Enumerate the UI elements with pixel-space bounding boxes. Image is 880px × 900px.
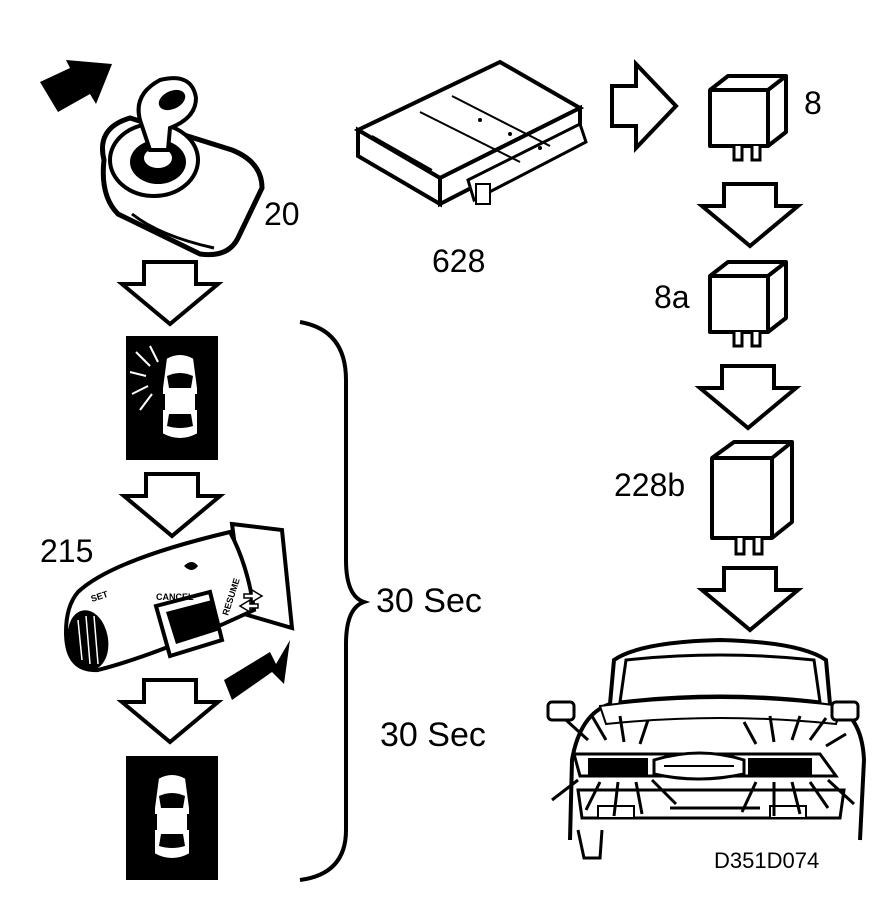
arrow-down-icon (700, 182, 800, 248)
timing-brace (299, 320, 371, 882)
car-front-icon (546, 637, 867, 860)
module-label: 628 (432, 243, 485, 279)
cruise-stalk-icon (63, 521, 295, 700)
arrow-down-icon (700, 566, 800, 632)
ignition-lock-icon (40, 60, 265, 258)
timer-2-label: 30 Sec (380, 716, 486, 754)
relay-228b-icon (710, 440, 794, 556)
arrow-down-icon (698, 364, 798, 430)
right-arrow-icon (610, 59, 679, 153)
hazard-car-panel (126, 336, 218, 460)
arrow-down-icon (122, 472, 222, 538)
stalk-label: 215 (40, 533, 93, 569)
drawing-code: D351D074 (714, 848, 819, 873)
arrow-down-icon (120, 678, 220, 744)
car-panel (126, 756, 218, 880)
relay-8a-icon (708, 260, 788, 348)
ignition-label: 20 (264, 196, 300, 232)
stalk-cancel-text: CANCEL (156, 592, 194, 602)
control-module-icon (353, 59, 588, 208)
timer-1-label: 30 Sec (376, 582, 482, 620)
relay-8-icon (708, 74, 788, 162)
light-rays-icon (551, 715, 856, 817)
flash-rays-icon (129, 345, 159, 411)
arrow-down-icon (120, 260, 220, 326)
relay-8a-label: 8a (654, 279, 690, 315)
relay-228b-label: 228b (614, 467, 685, 503)
relay-8-label: 8 (804, 85, 822, 121)
